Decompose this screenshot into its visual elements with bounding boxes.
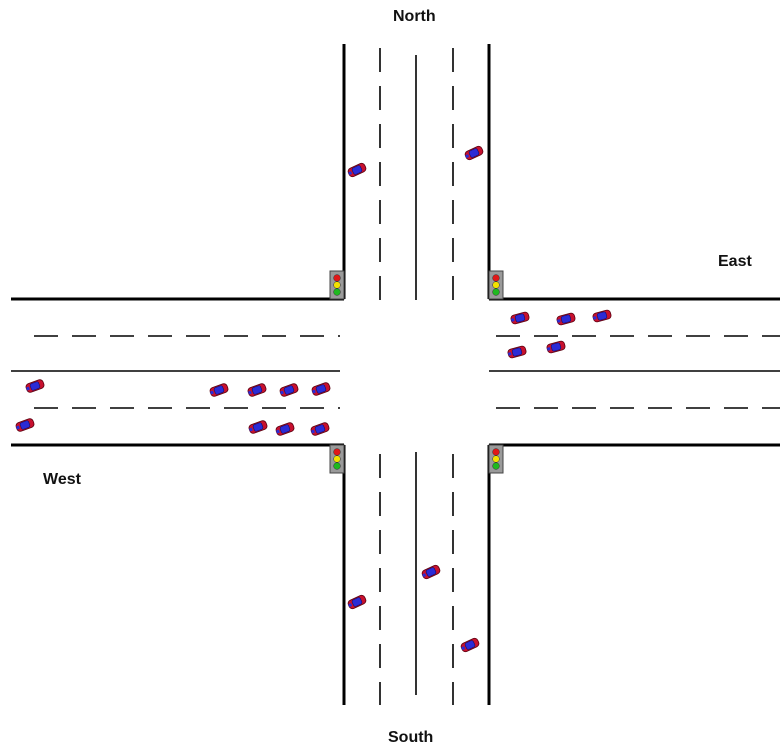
car-icon [591,308,613,324]
car-icon [506,344,528,360]
direction-label-north: North [393,8,436,25]
traffic-light-southwest [329,444,345,474]
car-icon [246,382,268,398]
car-icon [14,417,36,433]
direction-label-south: South [388,729,434,746]
car-icon [420,563,442,581]
lane-markings [34,48,780,705]
car-icon [459,636,481,654]
car-icon [274,421,296,437]
traffic-lights [329,270,504,474]
car-icon [555,311,577,327]
car-icon [309,421,331,437]
traffic-light-northwest [329,270,345,300]
direction-label-east: East [718,253,752,270]
traffic-light-southeast [488,444,504,474]
car-icon [346,161,368,179]
direction-label-west: West [43,471,81,488]
car-icon [509,310,531,326]
car-icon [208,382,230,398]
car-icon [310,381,332,397]
cars [14,144,613,654]
car-icon [545,339,567,355]
center-dividers [11,55,780,695]
car-icon [24,378,46,394]
car-icon [463,144,485,162]
car-icon [247,419,269,435]
traffic-light-northeast [488,270,504,300]
car-icon [346,593,368,611]
road-curbs [11,44,780,705]
car-icon [278,382,300,398]
